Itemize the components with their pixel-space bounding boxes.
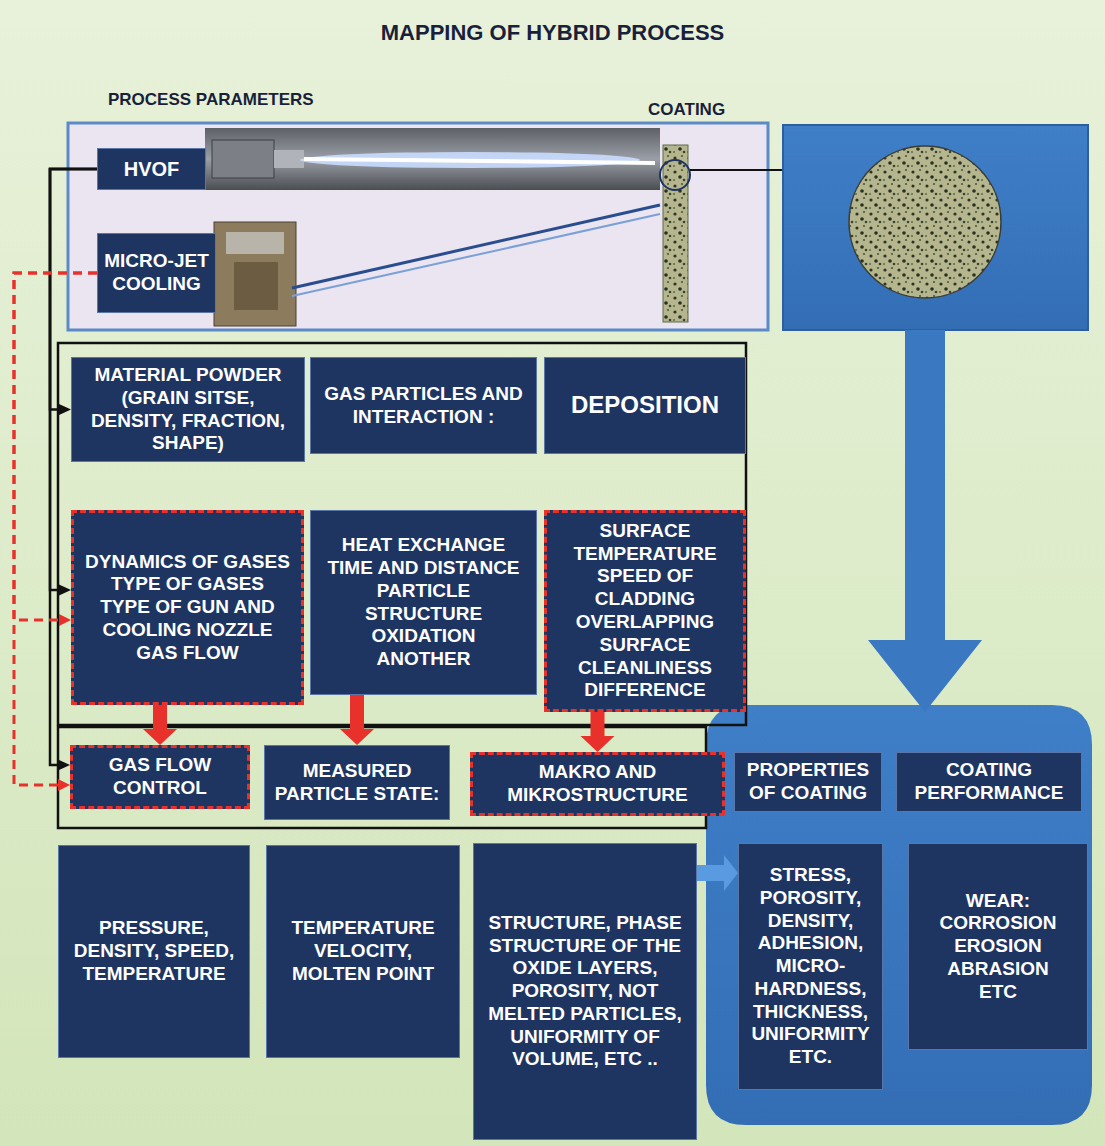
arrowhead	[581, 736, 615, 752]
box-text: MAKRO AND MIKROSTRUCTURE	[479, 761, 716, 807]
process-box: COATING PERFORMANCE	[896, 752, 1082, 812]
arrowhead	[59, 585, 71, 596]
box-text: DYNAMICS OF GASES	[80, 551, 295, 574]
box-text: DIFFERENCE	[553, 679, 737, 702]
box-text: SPEED OF CLADDING	[553, 565, 737, 611]
box-text: SURFACE TEMPERATURE	[553, 520, 737, 566]
arrowhead	[59, 614, 71, 626]
magnified-coating	[849, 146, 1001, 298]
box-text: GAS FLOW	[80, 642, 295, 665]
arrowhead	[59, 404, 71, 415]
microjet-device	[214, 222, 296, 326]
group-outline	[58, 343, 746, 725]
box-text: MEASURED PARTICLE STATE:	[271, 760, 443, 806]
highlighted-box: GAS FLOW CONTROL	[70, 745, 250, 809]
results-region	[706, 705, 1092, 1125]
process-box: WEAR:CORROSIONEROSIONABRASIONETC	[908, 843, 1088, 1050]
arrowhead	[340, 729, 374, 745]
process-box: TEMPERATURE VELOCITY, MOLTEN POINT	[266, 845, 460, 1058]
gun-photo	[205, 128, 660, 190]
box-text: PROPERTIES OF COATING	[741, 759, 875, 805]
connector-line	[591, 712, 605, 737]
box-text: STRUCTURE, PHASE STRUCTURE OF THE OXIDE …	[480, 912, 690, 1072]
box-text: MICRO-JET COOLING	[104, 250, 209, 296]
box-text: TYPE OF GUN AND COOLING NOZZLE	[80, 596, 295, 642]
process-box: MEASURED PARTICLE STATE:	[264, 745, 450, 820]
connector	[340, 695, 374, 745]
box-text: HEAT EXCHANGE	[317, 534, 530, 557]
box-text: TEMPERATURE VELOCITY, MOLTEN POINT	[273, 917, 453, 985]
box-text: GAS FLOW CONTROL	[79, 754, 241, 800]
arrowhead	[143, 729, 177, 745]
box-text: WEAR:	[915, 890, 1081, 913]
box-text: MATERIAL POWDER (GRAIN SITSE, DENSITY, F…	[78, 364, 298, 455]
gun-nozzle	[274, 150, 304, 168]
arrowhead	[58, 779, 70, 791]
box-text: EROSION	[915, 935, 1081, 958]
process-box: GAS PARTICLES AND INTERACTION :	[310, 357, 537, 454]
box-text: CORROSION	[915, 912, 1081, 935]
diagram-title: MAPPING OF HYBRID PROCESS	[0, 20, 1105, 46]
box-text: TYPE OF GASES	[80, 573, 295, 596]
box-text: DEPOSITION	[551, 391, 739, 420]
process-panel	[68, 123, 768, 330]
detail-circle	[660, 160, 690, 190]
box-text: OXIDATION	[317, 625, 530, 648]
box-text: OVERLAPPING	[553, 611, 737, 634]
connector	[143, 705, 177, 745]
microjet-part	[226, 232, 284, 254]
magnified-panel	[783, 125, 1088, 330]
box-text: TIME AND DISTANCE	[317, 557, 530, 580]
arrowhead	[58, 760, 70, 771]
process-box: STRUCTURE, PHASE STRUCTURE OF THE OXIDE …	[473, 843, 697, 1140]
box-text: ANOTHER	[317, 648, 530, 671]
highlighted-box: SURFACE TEMPERATURESPEED OF CLADDINGOVER…	[544, 510, 746, 712]
gun-body	[212, 140, 274, 178]
box-text: COATING PERFORMANCE	[903, 759, 1075, 805]
arrowhead	[724, 855, 738, 891]
process-box: MICRO-JET COOLING	[97, 233, 216, 313]
cooling-jet	[292, 205, 660, 288]
flame-core	[304, 159, 655, 163]
box-text: ETC	[915, 981, 1081, 1004]
process-box: STRESS, POROSITY, DENSITY, ADHESION, MIC…	[738, 843, 883, 1090]
connector-line	[697, 865, 725, 881]
box-text: STRESS, POROSITY, DENSITY, ADHESION, MIC…	[745, 864, 876, 1069]
process-box: HVOF	[97, 148, 206, 190]
highlighted-box: DYNAMICS OF GASESTYPE OF GASESTYPE OF GU…	[71, 510, 304, 705]
box-text: PRESSURE, DENSITY, SPEED, TEMPERATURE	[65, 917, 243, 985]
process-box: PRESSURE, DENSITY, SPEED, TEMPERATURE	[58, 845, 250, 1058]
section-label: COATING	[648, 100, 725, 120]
section-label: PROCESS PARAMETERS	[108, 90, 314, 110]
cooling-jet	[292, 214, 660, 296]
box-text: HVOF	[104, 157, 199, 181]
box-text: PARTICLE STRUCTURE	[317, 580, 530, 626]
connector	[581, 712, 615, 752]
flow-arrow	[868, 330, 982, 712]
coating-strip	[663, 145, 688, 322]
box-text: SURFACE CLEANLINESS	[553, 634, 737, 680]
highlighted-box: MAKRO AND MIKROSTRUCTURE	[470, 752, 725, 816]
box-text: ABRASION	[915, 958, 1081, 981]
connector	[697, 855, 738, 891]
microjet-part	[234, 262, 278, 310]
process-box: DEPOSITION	[544, 357, 746, 454]
process-box: PROPERTIES OF COATING	[734, 752, 882, 812]
connector-line	[153, 705, 167, 730]
process-box: HEAT EXCHANGETIME AND DISTANCEPARTICLE S…	[310, 510, 537, 695]
process-box: MATERIAL POWDER (GRAIN SITSE, DENSITY, F…	[71, 357, 305, 462]
box-text: GAS PARTICLES AND INTERACTION :	[317, 383, 530, 429]
connector-line	[350, 695, 364, 730]
